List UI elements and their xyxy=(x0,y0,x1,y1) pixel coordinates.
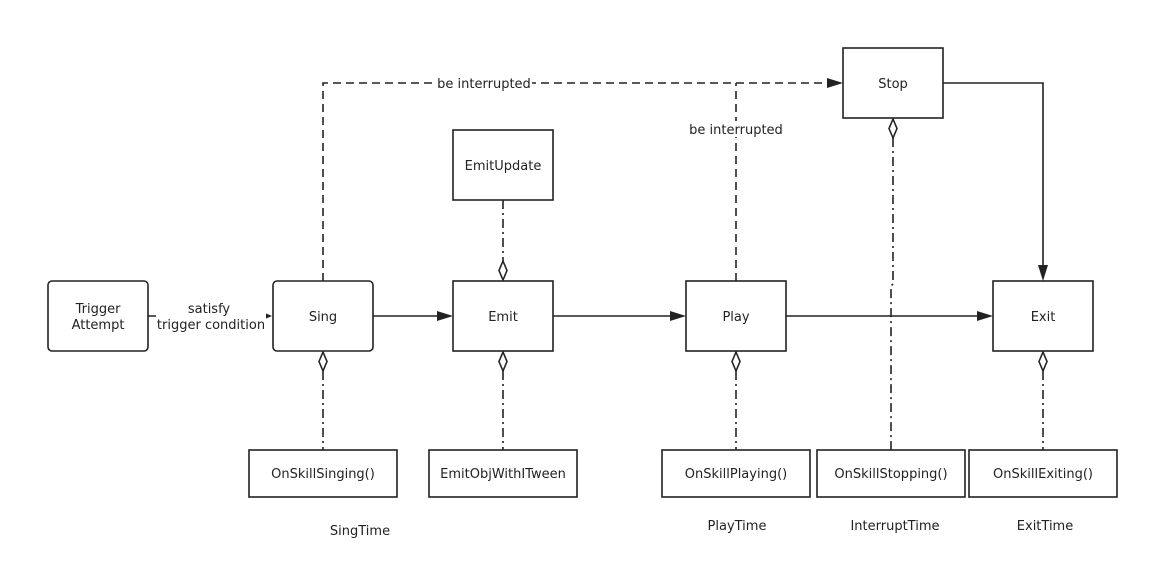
node-sing[interactable]: Sing xyxy=(272,280,374,352)
node-play-label: Play xyxy=(722,310,749,325)
time-label-exit: ExitTime xyxy=(1017,519,1073,534)
node-emit-label: Emit xyxy=(488,310,518,325)
edge-label-sing-interrupted: be interrupted xyxy=(436,75,532,92)
node-exit[interactable]: Exit xyxy=(992,280,1094,352)
edge-label-play-interrupted: be interrupted xyxy=(688,121,785,138)
node-emit-obj-with-itween[interactable]: EmitObjWithITween xyxy=(428,449,578,498)
node-emit[interactable]: Emit xyxy=(452,280,554,352)
edge-sing-to-stop xyxy=(322,78,843,281)
node-on-skill-exiting[interactable]: OnSkillExiting() xyxy=(968,449,1118,498)
node-on-skill-playing-label: OnSkillPlaying() xyxy=(685,467,787,482)
edge-exit-callback xyxy=(1038,349,1048,450)
edge-play-to-exit xyxy=(786,311,993,321)
edge-label-play-interrupted-text: be interrupted xyxy=(689,123,783,138)
node-on-skill-playing[interactable]: OnSkillPlaying() xyxy=(661,449,811,498)
node-sing-label: Sing xyxy=(309,310,337,325)
node-emit-obj-with-itween-label: EmitObjWithITween xyxy=(440,467,566,482)
edge-sing-callback xyxy=(318,349,328,450)
node-emit-update-label: EmitUpdate xyxy=(465,159,542,174)
node-trigger-attempt-line1: Trigger xyxy=(75,302,121,317)
edge-label-sing-interrupted-text: be interrupted xyxy=(437,77,531,92)
node-exit-label: Exit xyxy=(1031,310,1056,325)
edge-emitupdate-to-emit xyxy=(498,200,508,283)
edge-stop-callback xyxy=(888,116,898,450)
node-on-skill-singing-label: OnSkillSinging() xyxy=(271,467,375,482)
time-label-interrupt: InterruptTime xyxy=(850,519,939,534)
time-label-play: PlayTime xyxy=(708,519,767,534)
node-trigger-attempt[interactable]: Trigger Attempt xyxy=(47,280,149,352)
time-label-sing: SingTime xyxy=(330,524,390,539)
node-emit-update[interactable]: EmitUpdate xyxy=(452,129,554,201)
node-play[interactable]: Play xyxy=(685,280,787,352)
edge-label-satisfy-line1: satisfy xyxy=(188,302,231,317)
node-on-skill-stopping-label: OnSkillStopping() xyxy=(834,467,947,482)
edge-emit-to-play xyxy=(553,311,686,321)
edge-sing-to-emit xyxy=(373,311,453,321)
edge-emit-callback xyxy=(498,349,508,450)
node-on-skill-stopping[interactable]: OnSkillStopping() xyxy=(816,449,966,498)
edge-stop-to-exit xyxy=(943,82,1048,281)
node-stop-label: Stop xyxy=(878,77,908,92)
node-trigger-attempt-line2: Attempt xyxy=(72,318,125,333)
node-on-skill-singing[interactable]: OnSkillSinging() xyxy=(248,449,398,498)
node-stop[interactable]: Stop xyxy=(842,47,944,119)
edge-play-callback xyxy=(731,349,741,450)
edge-label-satisfy-line2: trigger condition xyxy=(157,318,265,333)
node-on-skill-exiting-label: OnSkillExiting() xyxy=(993,467,1093,482)
edge-label-satisfy: satisfy trigger condition xyxy=(156,300,266,333)
